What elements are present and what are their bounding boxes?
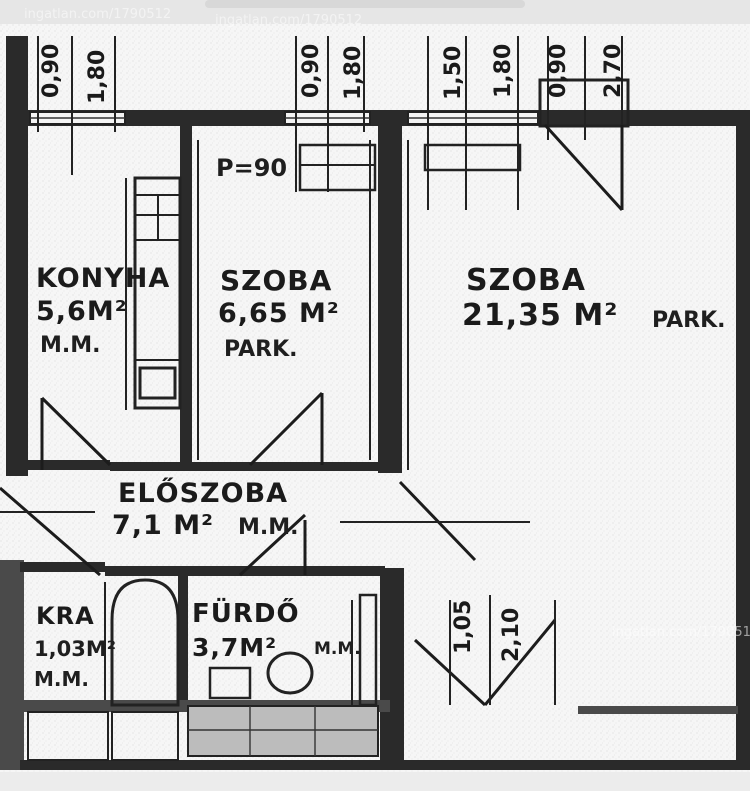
- doors: [0, 391, 557, 707]
- dim-door-2-height: 2,70: [601, 44, 626, 98]
- watermarks: ingatlan.com/1790512 ingatlan.com/179051…: [24, 7, 750, 640]
- room-area-szoba-large: 21,35 M²: [462, 298, 618, 333]
- room-name-szoba-small: SZOBA: [220, 264, 332, 297]
- walls: [0, 36, 750, 770]
- dim-door-1-height: 1,80: [491, 44, 516, 98]
- room-area-konyha: 5,6M²: [36, 296, 128, 327]
- room-labels: KONYHA 5,6M² M.M. SZOBA 6,65 M² PARK. SZ…: [34, 263, 725, 691]
- room-floor-szoba-small: PARK.: [224, 337, 297, 362]
- kitchen-cabinets: [125, 176, 182, 410]
- dim-entry-width: 1,05: [451, 600, 476, 654]
- room-area-eloszoba: 7,1 M²: [112, 510, 214, 541]
- room-name-konyha: KONYHA: [36, 263, 170, 294]
- windows: [29, 36, 630, 212]
- room-area-wc: 1,03M²: [34, 637, 116, 661]
- room-name-wc: KRA: [36, 602, 95, 630]
- bathroom-fixtures: [27, 578, 379, 761]
- room-area-furdo: 3,7M²: [192, 633, 277, 662]
- room-floor-konyha: M.M.: [40, 333, 101, 358]
- watermark-right: ingatlan.com/1790512: [612, 625, 750, 640]
- dim-window-1-sill: 0,90: [39, 44, 64, 98]
- watermark-top-left: ingatlan.com/1790512: [24, 7, 171, 22]
- parapet-annotation: P=90: [216, 154, 287, 182]
- dim-door-2-sill: 0,90: [546, 44, 571, 98]
- dim-window-2-height: 1,80: [341, 46, 366, 100]
- watermark-top-mid: ingatlan.com/1790512: [215, 13, 362, 28]
- dim-window-1-height: 1,80: [85, 50, 110, 104]
- room-floor-eloszoba: M.M.: [238, 515, 299, 540]
- room-area-szoba-small: 6,65 M²: [218, 298, 340, 329]
- room-floor-furdo: M.M.: [314, 639, 361, 659]
- dim-entry-height: 2,10: [499, 608, 524, 662]
- room-name-eloszoba: ELŐSZOBA: [118, 477, 288, 509]
- dim-door-1-width: 1,50: [441, 46, 466, 100]
- room-name-furdo: FÜRDŐ: [192, 596, 300, 629]
- room-floor-wc: M.M.: [34, 667, 89, 691]
- room-name-szoba-large: SZOBA: [466, 263, 586, 298]
- dimension-labels: 0,90 1,80 0,90 1,80 1,50 1,80 0,90 2,70 …: [39, 44, 626, 662]
- dim-window-2-sill: 0,90: [299, 44, 324, 98]
- room-floor-szoba-large: PARK.: [652, 308, 725, 333]
